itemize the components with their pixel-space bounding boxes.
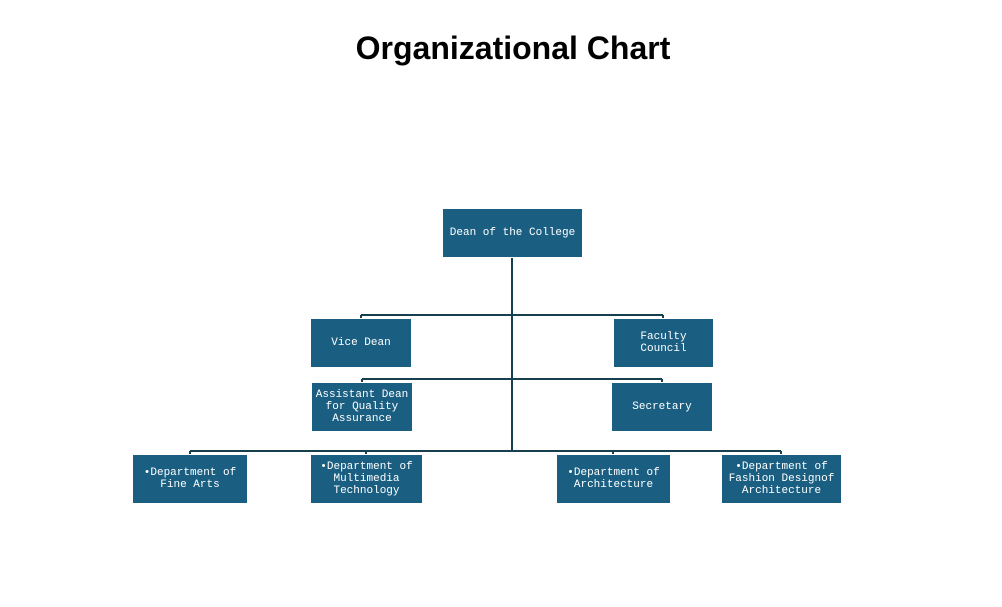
page-title: Organizational Chart [355,30,671,66]
node-department-multimedia-technology: •Department of Multimedia Technology [311,455,422,503]
node-assistant-dean: Assistant Dean for Quality Assurance [312,383,412,431]
node-faculty-council: Faculty Council [614,319,713,367]
node-department-architecture: •Department of Architecture [557,455,670,503]
node-dean-of-the-college: Dean of the College [443,209,582,257]
node-secretary: Secretary [612,383,712,431]
node-department-fine-arts: •Department of Fine Arts [133,455,247,503]
node-vice-dean: Vice Dean [311,319,411,367]
node-department-fashion-design: •Department of Fashion Designof Architec… [722,455,841,503]
